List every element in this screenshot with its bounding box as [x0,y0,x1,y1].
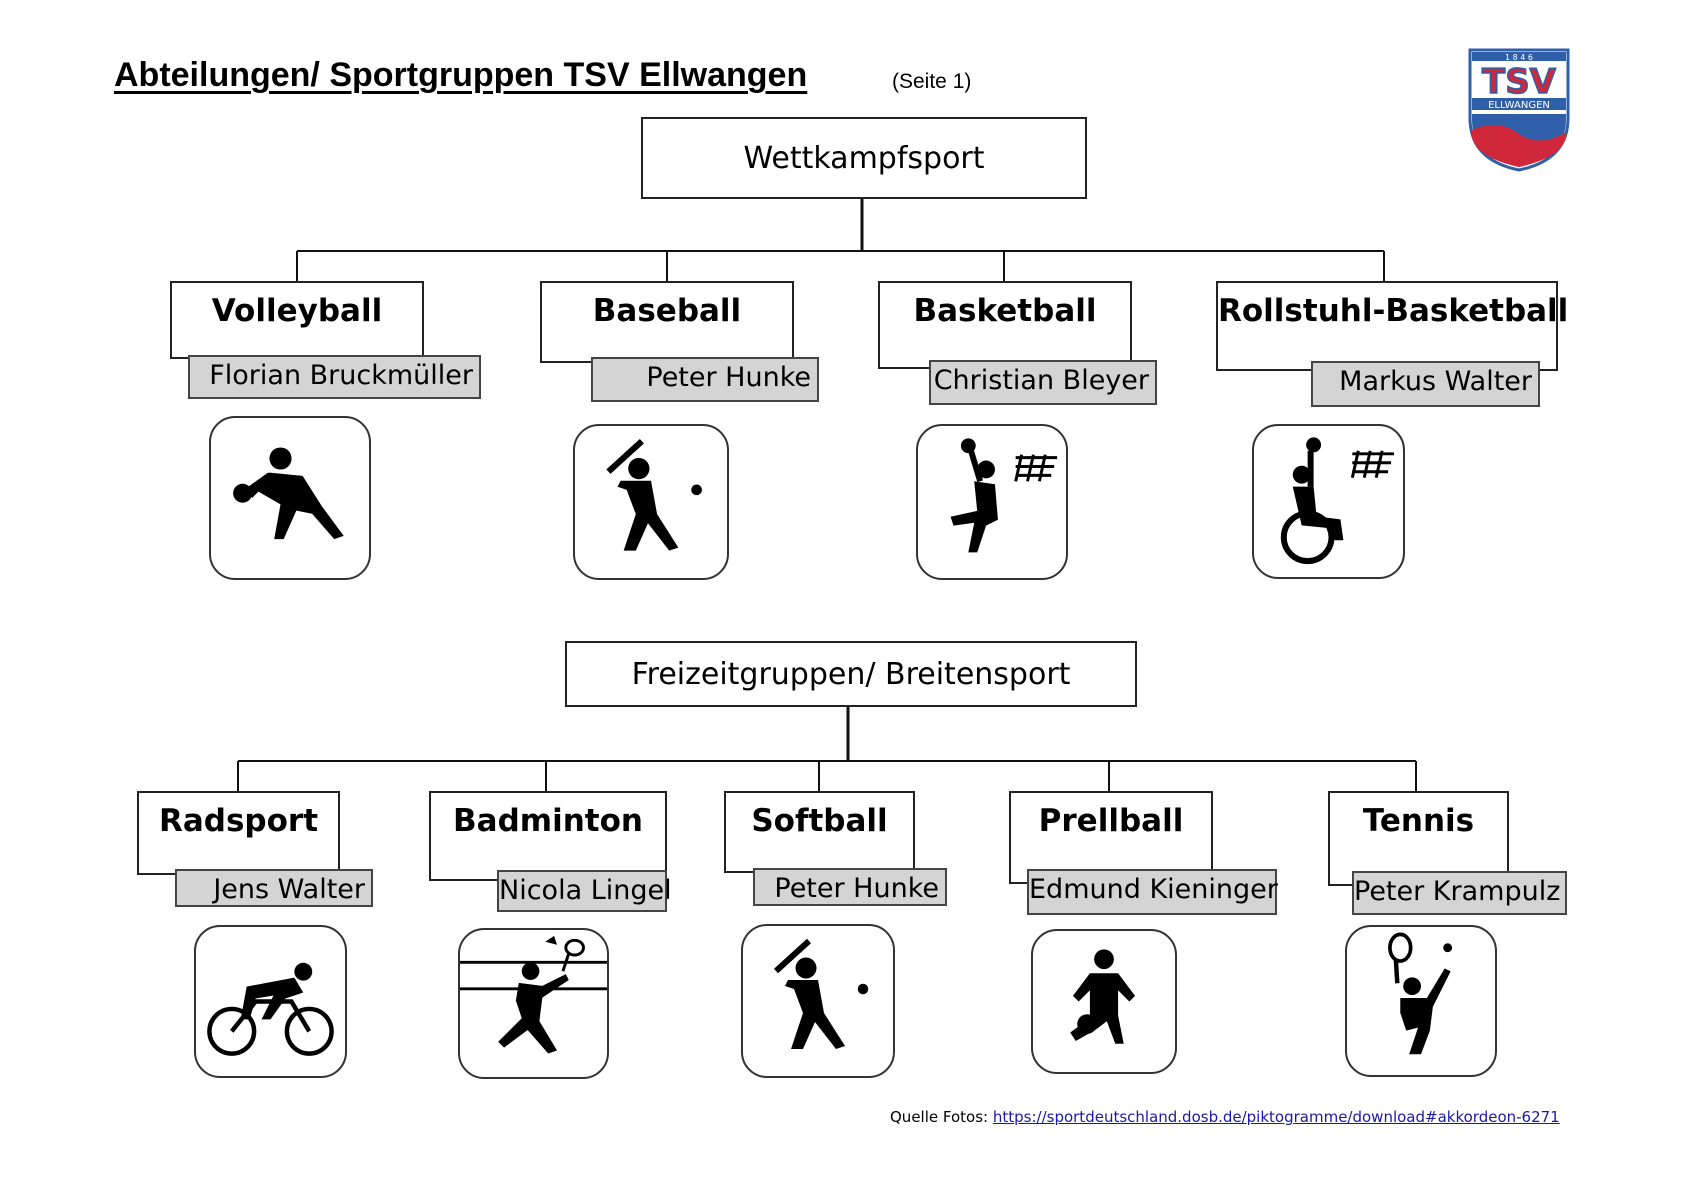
sport-box-baseball: Baseball [540,281,794,363]
sport-box-basketball: Basketball [878,281,1132,369]
baseball-icon [573,424,729,580]
volleyball-icon [209,416,371,580]
sport-box-softball: Softball [724,791,915,873]
wheelchair-basketball-icon [1252,424,1405,579]
sport-box-volleyball: Volleyball [170,281,424,359]
contact-badminton: Nicola Lingel [497,870,672,912]
page-number-label: (Seite 1) [892,70,972,93]
freizeitgruppen-node: Freizeitgruppen/ Breitensport [565,641,1137,707]
page-title: Abteilungen/ Sportgruppen TSV Ellwangen [114,56,808,94]
softball-icon [741,924,895,1078]
photo-source: Quelle Fotos: https://sportdeutschland.d… [890,1108,1560,1126]
logo-city: ELLWANGEN [1488,100,1550,111]
contact-softball: Peter Hunke [753,868,947,906]
sport-box-rollstuhl-basketball: Rollstuhl-Basketball [1216,281,1568,371]
logo-year: 1 8 4 6 [1505,53,1533,62]
contact-basketball: Christian Bleyer [929,360,1157,405]
prellball-icon [1031,929,1177,1074]
photo-source-label: Quelle Fotos: [890,1108,989,1126]
contact-radsport: Jens Walter [175,869,373,907]
basketball-icon [916,424,1068,580]
contact-baseball: Peter Hunke [591,357,819,402]
contact-rollstuhl-basketball: Markus Walter [1311,361,1540,407]
sport-box-tennis: Tennis [1328,791,1509,886]
wettkampfsport-node: Wettkampfsport [641,117,1087,199]
contact-tennis: Peter Krampulz [1352,871,1567,915]
sport-box-badminton: Badminton [429,791,667,881]
sport-box-radsport: Radsport [137,791,340,875]
badminton-icon [458,928,609,1079]
contact-prellball: Edmund Kieninger [1027,869,1278,915]
contact-volleyball: Florian Bruckmüller [188,355,481,399]
sport-box-prellball: Prellball [1009,791,1213,884]
tsv-ellwangen-logo: 1 8 4 6 TSV ELLWANGEN [1468,48,1570,172]
cycling-icon [194,925,347,1078]
logo-club: TSV [1482,62,1557,102]
photo-source-link[interactable]: https://sportdeutschland.dosb.de/piktogr… [992,1108,1560,1126]
tennis-icon [1345,925,1497,1077]
